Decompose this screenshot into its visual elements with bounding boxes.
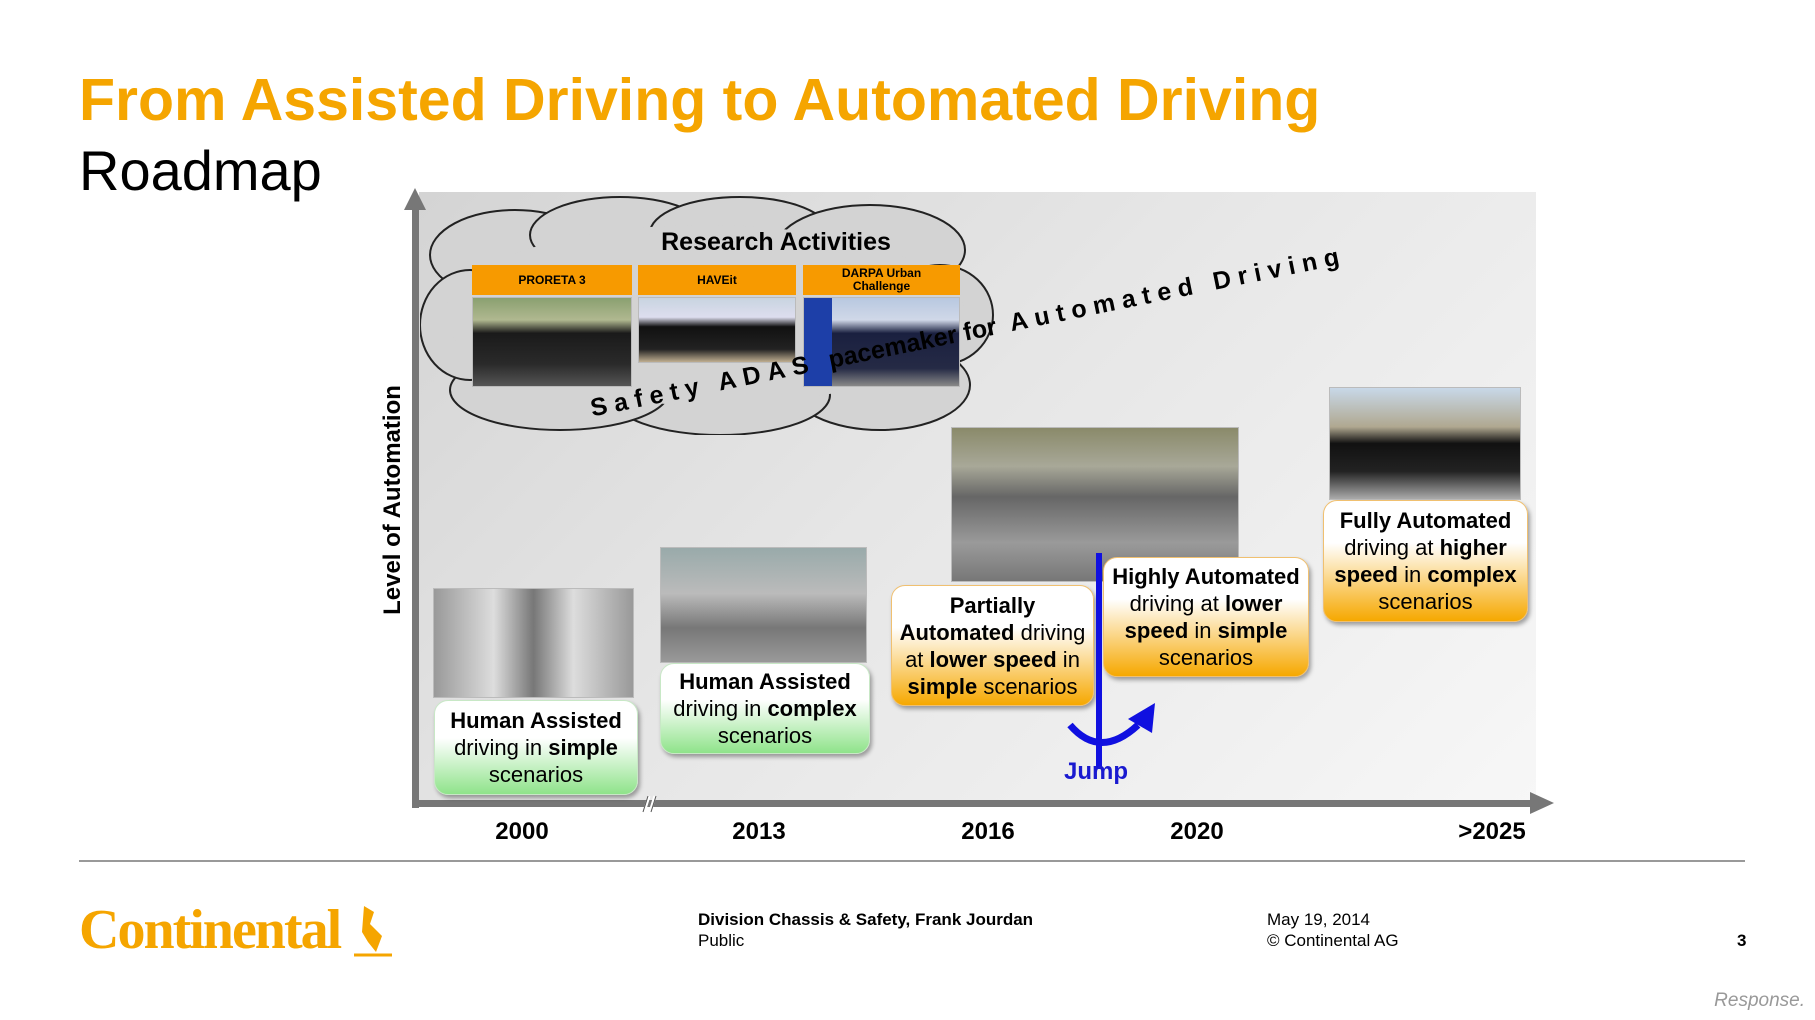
horse-logo-icon xyxy=(354,906,392,957)
stage5-car-photo xyxy=(1329,387,1521,500)
stage-text-regular: scenarios xyxy=(717,723,813,748)
stage-text-bold: Partially Automated xyxy=(899,592,1036,645)
stage-box-human-assisted-complex: Human Assisted driving in complex scenar… xyxy=(660,663,870,754)
page-number: 3 xyxy=(1737,931,1747,950)
stage-text: Partially Automated driving at lower spe… xyxy=(898,592,1087,700)
haveit-car-photo xyxy=(638,297,796,363)
stage-text-bold: simple xyxy=(548,735,618,760)
y-axis-label: Level of Automation xyxy=(379,385,406,615)
stage-text-regular: in xyxy=(1188,618,1218,643)
stage-text-regular: in xyxy=(1397,562,1428,587)
y-axis-arrow-icon xyxy=(404,188,426,210)
stage-text-regular: scenarios xyxy=(488,762,584,787)
jump-label: Jump xyxy=(1063,758,1129,785)
footer-classification: Public xyxy=(698,931,745,950)
stage2-photo xyxy=(660,547,867,663)
project-label-darpa: DARPA Urban Challenge xyxy=(803,265,960,295)
stage-text-regular: driving at xyxy=(1344,535,1440,560)
darpa-car-photo xyxy=(803,297,960,387)
stage-text: Fully Automated driving at higher speed … xyxy=(1330,507,1521,615)
footer-copyright: © Continental AG xyxy=(1267,931,1399,950)
stage-text-bold: Human Assisted xyxy=(450,708,622,733)
year-label: 2000 xyxy=(495,818,549,845)
stage-text-regular: driving at xyxy=(1129,591,1225,616)
continental-logo: Continental xyxy=(79,899,342,961)
stage-text-bold: higher speed xyxy=(1334,535,1507,587)
x-axis-arrow-icon xyxy=(1530,792,1554,814)
stage-text-bold: Human Assisted xyxy=(679,669,851,694)
project-label-haveit: HAVEit xyxy=(638,265,796,295)
stage-text-regular: driving in xyxy=(673,696,768,721)
proreta-car-photo xyxy=(472,297,632,387)
axis-break-icon xyxy=(642,795,657,813)
year-label: 2020 xyxy=(1170,818,1224,845)
research-title: Research Activities xyxy=(661,228,891,256)
watermark: Response. xyxy=(1714,990,1805,1011)
year-label: 2013 xyxy=(732,818,786,845)
stage-text: Human Assisted driving in simple scenari… xyxy=(441,707,631,788)
footer-divider xyxy=(79,860,1745,862)
stage-text-regular: in xyxy=(1056,646,1080,672)
stage-text-bold: simple xyxy=(907,673,978,699)
project-label-proreta: PRORETA 3 xyxy=(472,265,632,295)
stage1-photo xyxy=(433,588,634,698)
y-axis xyxy=(412,205,419,808)
jump-arrow-icon xyxy=(1067,703,1155,746)
stage-text-regular: scenarios xyxy=(1378,589,1473,614)
footer-date: May 19, 2014 xyxy=(1267,910,1371,929)
footer-division: Division Chassis & Safety, Frank Jourdan xyxy=(698,910,1034,929)
jump-divider-line xyxy=(1096,553,1102,769)
stage-text: Human Assisted driving in complex scenar… xyxy=(667,668,863,749)
stage3-traffic-photo xyxy=(951,427,1239,582)
stage-text-bold: complex xyxy=(1427,562,1517,587)
stage-text-regular: driving at xyxy=(905,619,1086,672)
x-axis xyxy=(412,800,1542,807)
stage-box-fully-automated: Fully Automated driving at higher speed … xyxy=(1323,500,1528,622)
stage-box-human-assisted-simple: Human Assisted driving in simple scenari… xyxy=(434,700,638,795)
stage-text-bold: lower speed xyxy=(929,646,1057,672)
stage-text-bold: lower speed xyxy=(1124,591,1283,643)
stage-text-bold: Fully Automated xyxy=(1339,508,1512,533)
stage-box-highly-automated: Highly Automated driving at lower speed … xyxy=(1103,557,1309,677)
stage-text-bold: complex xyxy=(767,696,857,721)
stage-box-partially-automated: Partially Automated driving at lower spe… xyxy=(891,585,1094,706)
stage-text-regular: driving in xyxy=(454,735,549,760)
year-label: >2025 xyxy=(1458,818,1526,845)
stage-text-regular: scenarios xyxy=(977,673,1078,699)
slide-subtitle: Roadmap xyxy=(79,139,322,202)
slide-title: From Assisted Driving to Automated Drivi… xyxy=(79,67,1321,133)
year-label: 2016 xyxy=(961,818,1015,845)
stage-text-bold: Highly Automated xyxy=(1112,564,1300,589)
stage-text-regular: scenarios xyxy=(1158,645,1254,670)
stage-text: Highly Automated driving at lower speed … xyxy=(1110,563,1302,671)
stage-text-bold: simple xyxy=(1217,618,1288,643)
